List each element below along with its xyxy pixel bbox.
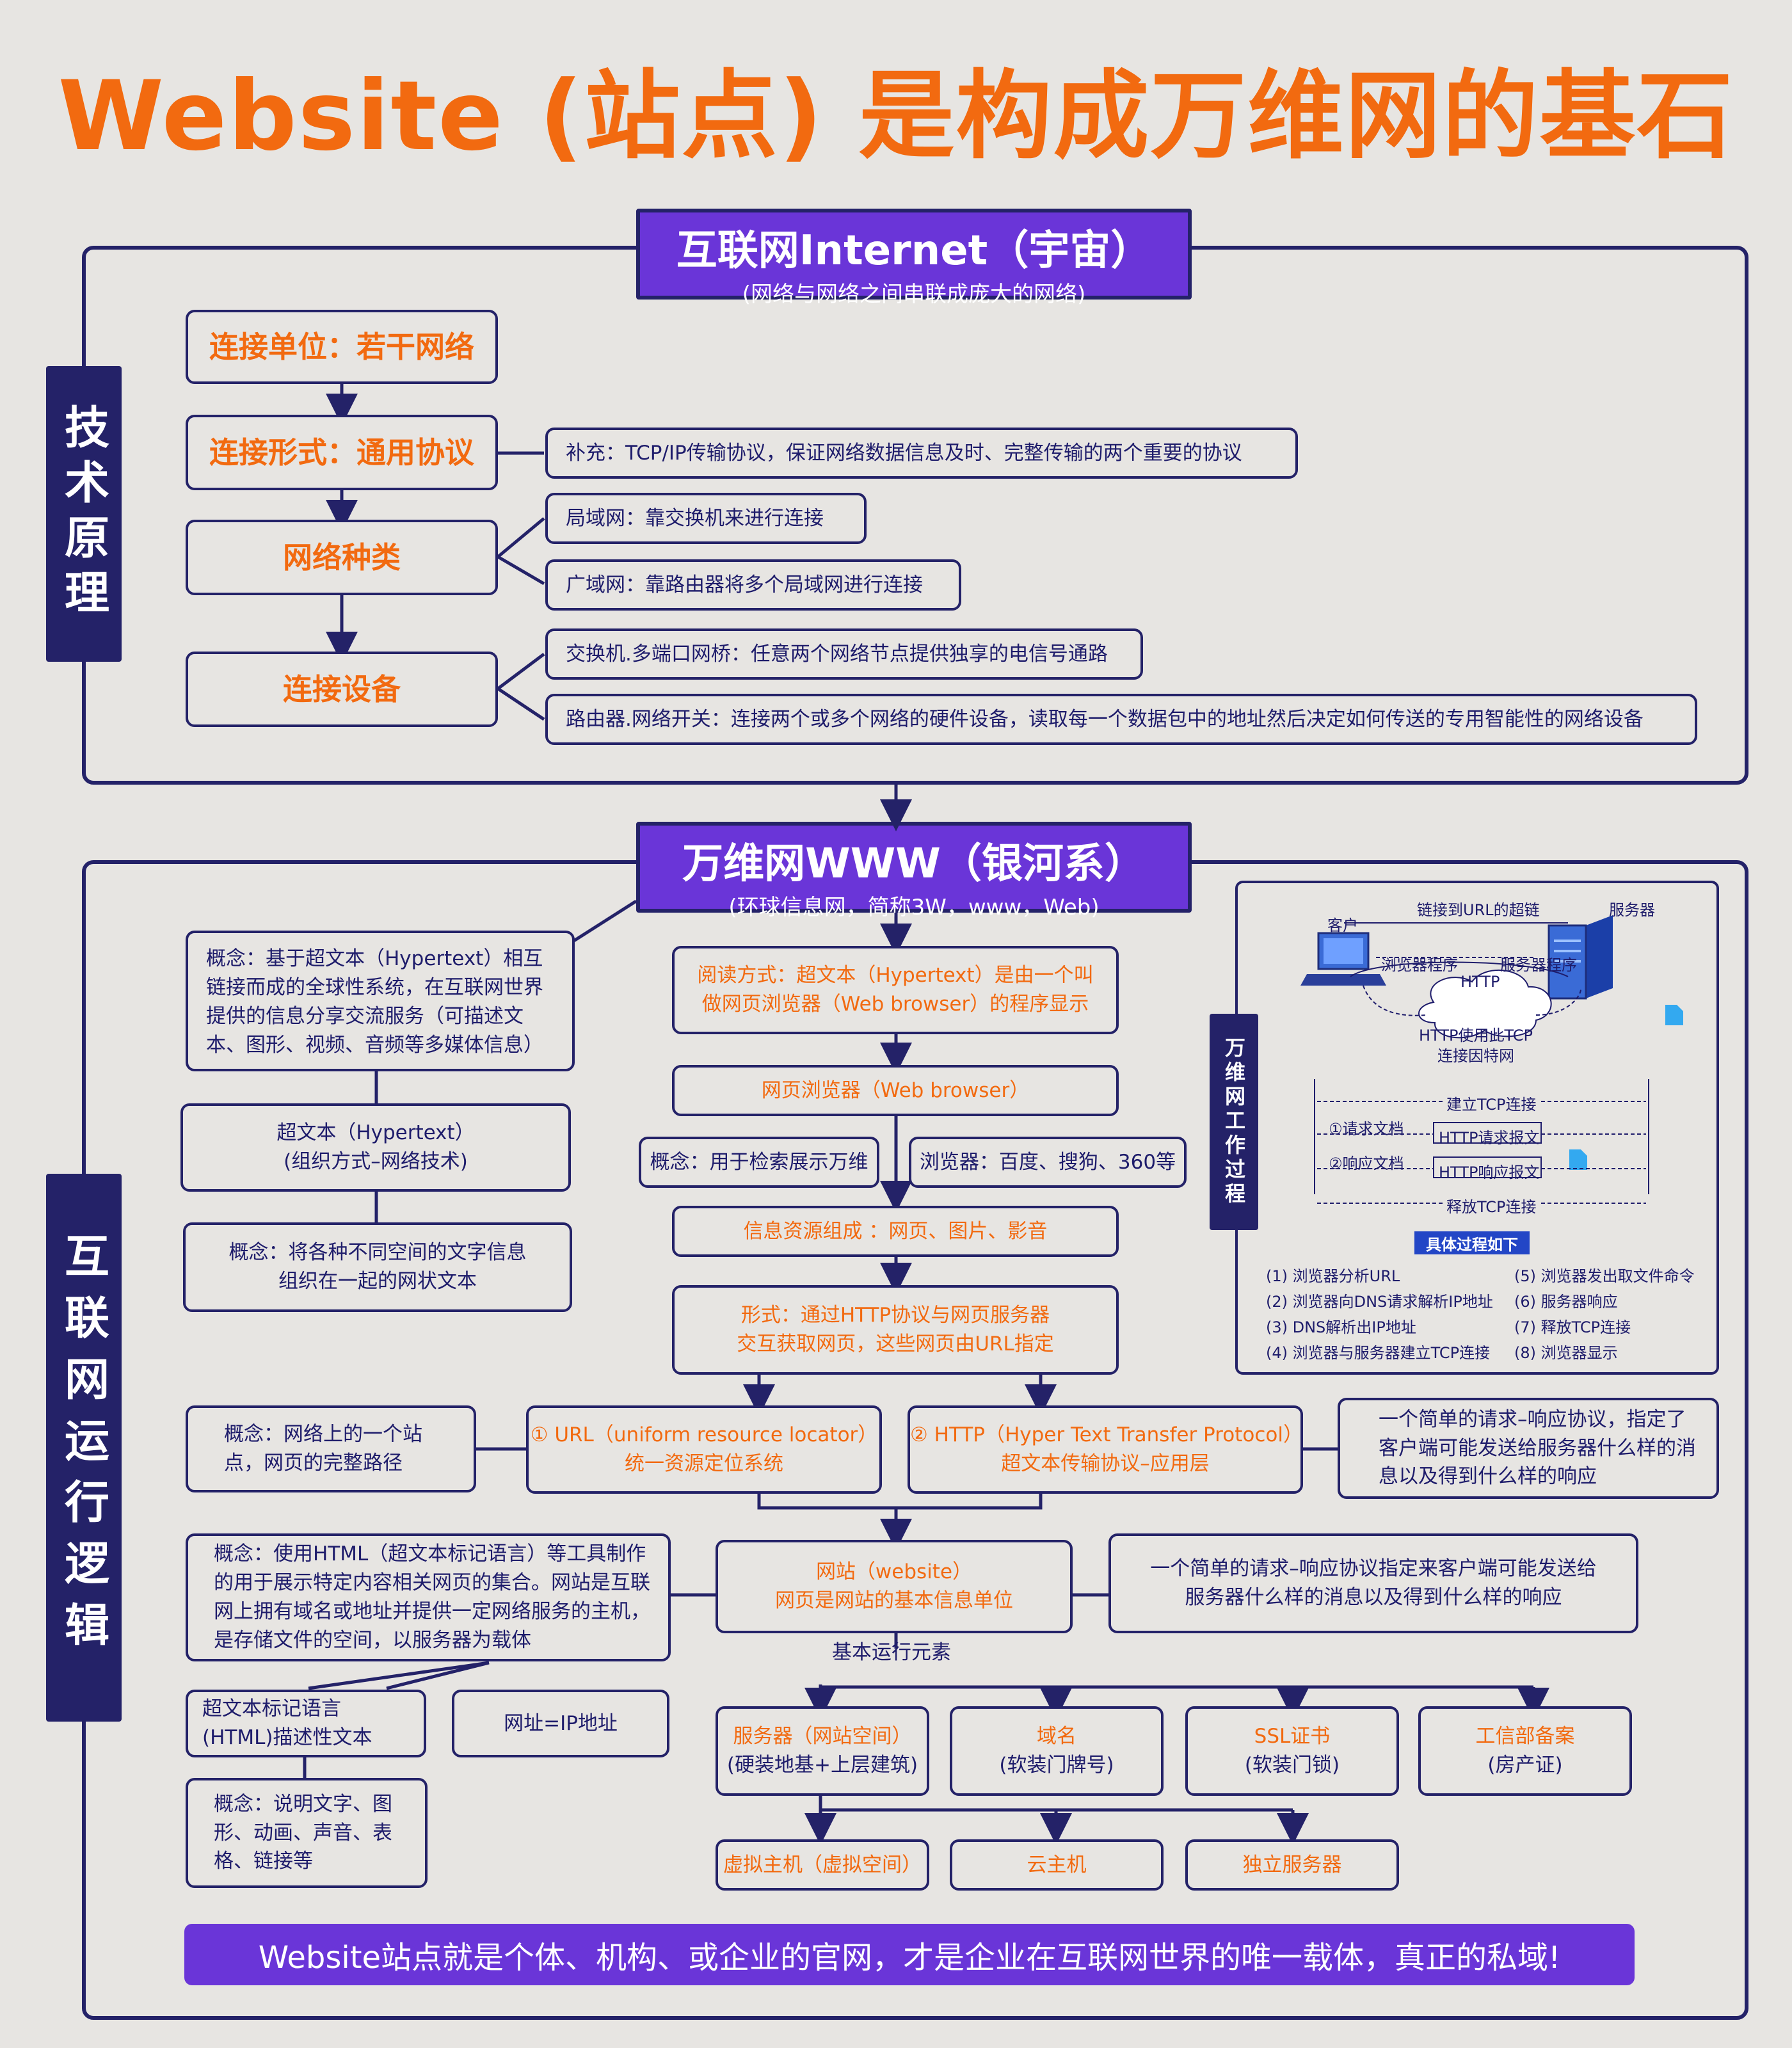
domain-title: 域名 — [1037, 1725, 1076, 1748]
ssl-subtitle: (软装门锁) — [1244, 1754, 1340, 1777]
step-item: (4) 浏览器与服务器建立TCP连接 — [1266, 1344, 1491, 1362]
connection-unit-box: 连接单位：若干网络 — [186, 310, 498, 384]
virtual-host-box: 虚拟主机（虚拟空间） — [716, 1839, 929, 1891]
release-tcp-label: 释放TCP连接 — [1444, 1194, 1539, 1217]
http-box: ② HTTP（Hyper Text Transfer Protocol） 超文本… — [908, 1405, 1303, 1494]
reading-mode-box: 阅读方式：超文本（Hypertext）是由一个叫做网页浏览器（Web brows… — [672, 946, 1119, 1034]
request-message-label: HTTP请求报文 — [1439, 1129, 1540, 1147]
website-title: 网站（website） — [815, 1560, 973, 1584]
www-header-title: 万维网WWW（银河系） — [682, 840, 1146, 888]
hypertext-concept-box: 概念：将各种不同空间的文字信息组织在一起的网状文本 — [183, 1222, 572, 1312]
server-subtitle: (硬装地基+上层建筑) — [726, 1754, 918, 1777]
step-item: (1) 浏览器分析URL — [1266, 1267, 1400, 1285]
browser-concept-box: 概念：用于检索展示万维 — [639, 1137, 879, 1188]
work-process-diagram — [1300, 915, 1683, 1204]
step-item: (2) 浏览器向DNS请求解析IP地址 — [1266, 1293, 1493, 1311]
url-concept-box: 概念：网络上的一个站点，网页的完整路径 — [186, 1405, 476, 1492]
server-title: 服务器（网站空间） — [733, 1725, 912, 1748]
www-header: 万维网WWW（银河系） (环球信息网，简称3W，www，Web) — [636, 822, 1192, 920]
website-subtitle: 网页是网站的基本信息单位 — [775, 1589, 1013, 1612]
steps-left-list: (1) 浏览器分析URL (2) 浏览器向DNS请求解析IP地址 (3) DNS… — [1266, 1263, 1509, 1366]
url-box: ① URL（uniform resource locator） 统一资源定位系统 — [526, 1405, 882, 1494]
domain-box: 域名 (软装门牌号) — [950, 1706, 1164, 1796]
www-header-subtitle: (环球信息网，简称3W，www，Web) — [728, 895, 1100, 920]
internet-logic-tab: 互联网运行逻辑 — [46, 1174, 122, 1722]
http-title: ② HTTP（Hyper Text Transfer Protocol） — [910, 1423, 1303, 1447]
hypertext-subtitle: (组织方式–网络技术) — [284, 1150, 468, 1173]
website-concept-box: 概念：使用HTML（超文本标记语言）等工具制作的用于展示特定内容相关网页的集合。… — [186, 1533, 671, 1661]
request-doc-label: ①请求文档 — [1329, 1120, 1404, 1138]
router-box: 路由器.网络开关：连接两个或多个网络的硬件设备，读取每一个数据包中的地址然后决定… — [545, 694, 1697, 745]
dedicated-server-box: 独立服务器 — [1185, 1839, 1399, 1891]
step-item: (6) 服务器响应 — [1514, 1293, 1618, 1311]
client-label: 客户 — [1327, 916, 1358, 934]
tcpip-note-box: 补充：TCP/IP传输协议，保证网络数据信息及时、完整传输的两个重要的协议 — [545, 428, 1298, 479]
ssl-box: SSL证书 (软装门锁) — [1185, 1706, 1399, 1796]
hypertext-box: 超文本（Hypertext） (组织方式–网络技术) — [180, 1103, 571, 1192]
step-item: (8) 浏览器显示 — [1514, 1344, 1618, 1362]
http-note-box: 一个简单的请求–响应协议，指定了客户端可能发送给服务器什么样的消息以及得到什么样… — [1338, 1398, 1719, 1499]
lan-box: 局域网：靠交换机来进行连接 — [545, 493, 867, 544]
server-box: 服务器（网站空间） (硬装地基+上层建筑) — [716, 1706, 929, 1796]
server-program-label: 服务器程序 — [1500, 956, 1577, 974]
step-item: (5) 浏览器发出取文件命令 — [1514, 1267, 1695, 1285]
internet-header-subtitle: (网络与网络之间串联成庞大的网络) — [742, 282, 1086, 307]
url-title: ① URL（uniform resource locator） — [530, 1423, 878, 1447]
document-icon — [1665, 1005, 1683, 1025]
wan-box: 广域网：靠路由器将多个局域网进行连接 — [545, 559, 961, 611]
tech-principle-tab: 技术原理 — [46, 366, 122, 662]
network-types-box: 网络种类 — [186, 520, 498, 595]
browsers-list-box: 浏览器：百度、搜狗、360等 — [909, 1137, 1187, 1188]
connection-device-box: 连接设备 — [186, 652, 498, 727]
html-box: 超文本标记语言(HTML)描述性文本 — [186, 1690, 426, 1757]
ssl-title: SSL证书 — [1254, 1725, 1331, 1748]
icp-box: 工信部备案 (房产证) — [1418, 1706, 1632, 1796]
server-tower-icon — [1548, 915, 1613, 1000]
icp-subtitle: (房产证) — [1487, 1754, 1563, 1777]
ip-address-box: 网址=IP地址 — [452, 1690, 669, 1757]
server-label: 服务器 — [1609, 901, 1655, 919]
website-note-box: 一个简单的请求–响应协议指定来客户端可能发送给服务器什么样的消息以及得到什么样的… — [1108, 1533, 1638, 1633]
domain-subtitle: (软装门牌号) — [999, 1754, 1114, 1777]
basic-elements-label: 基本运行元素 — [832, 1641, 951, 1664]
step-item: (7) 释放TCP连接 — [1514, 1318, 1631, 1336]
page-title: Website (站点) 是构成万维网的基石 — [58, 61, 1734, 172]
client-computer-icon — [1300, 932, 1386, 986]
www-concept-box: 概念：基于超文本（Hypertext）相互链接而成的全球性系统，在互联网世界提供… — [186, 931, 575, 1071]
cloud-host-box: 云主机 — [950, 1839, 1164, 1891]
establish-tcp-label: 建立TCP连接 — [1444, 1092, 1539, 1114]
html-concept-box: 概念：说明文字、图形、动画、声音、表格、链接等 — [186, 1778, 428, 1888]
resources-box: 信息资源组成 ：网页、图片、影音 — [672, 1206, 1119, 1257]
steps-right-list: (5) 浏览器发出取文件命令 (6) 服务器响应 (7) 释放TCP连接 (8)… — [1514, 1263, 1713, 1366]
detail-process-tag: 具体过程如下 — [1414, 1231, 1530, 1254]
browser-program-label: 浏览器程序 — [1381, 956, 1458, 974]
hyperlink-label: 链接到URL的超链 — [1417, 901, 1540, 919]
step-item: (3) DNS解析出IP地址 — [1266, 1318, 1416, 1336]
internet-header: 互联网Internet（宇宙） (网络与网络之间串联成庞大的网络) — [636, 209, 1192, 307]
website-box: 网站（website） 网页是网站的基本信息单位 — [716, 1540, 1073, 1633]
url-subtitle: 统一资源定位系统 — [625, 1452, 783, 1475]
icp-title: 工信部备案 — [1475, 1725, 1575, 1748]
work-process-tab: 万维网工作过程 — [1210, 1014, 1258, 1230]
bottom-summary-bar: Website站点就是个体、机构、或企业的官网，才是企业在互联网世界的唯一载体，… — [184, 1924, 1635, 1985]
hypertext-title: 超文本（Hypertext） — [276, 1121, 475, 1145]
response-doc-label: ②响应文档 — [1329, 1155, 1404, 1172]
http-subtitle: 超文本传输协议–应用层 — [1001, 1452, 1210, 1475]
internet-header-title: 互联网Internet（宇宙） — [676, 227, 1152, 275]
web-browser-box: 网页浏览器（Web browser） — [672, 1065, 1119, 1116]
http-label: HTTP — [1460, 973, 1500, 991]
cloud-label: HTTP使用此TCP连接因特网 — [1419, 1027, 1533, 1066]
response-message-label: HTTP响应报文 — [1439, 1164, 1540, 1181]
document-icon — [1569, 1149, 1587, 1170]
switch-box: 交换机.多端口网桥：任意两个网络节点提供独享的电信号通路 — [545, 628, 1143, 680]
connection-form-box: 连接形式：通用协议 — [186, 415, 498, 490]
http-form-box: 形式：通过HTTP协议与网页服务器交互获取网页，这些网页由URL指定 — [672, 1285, 1119, 1375]
